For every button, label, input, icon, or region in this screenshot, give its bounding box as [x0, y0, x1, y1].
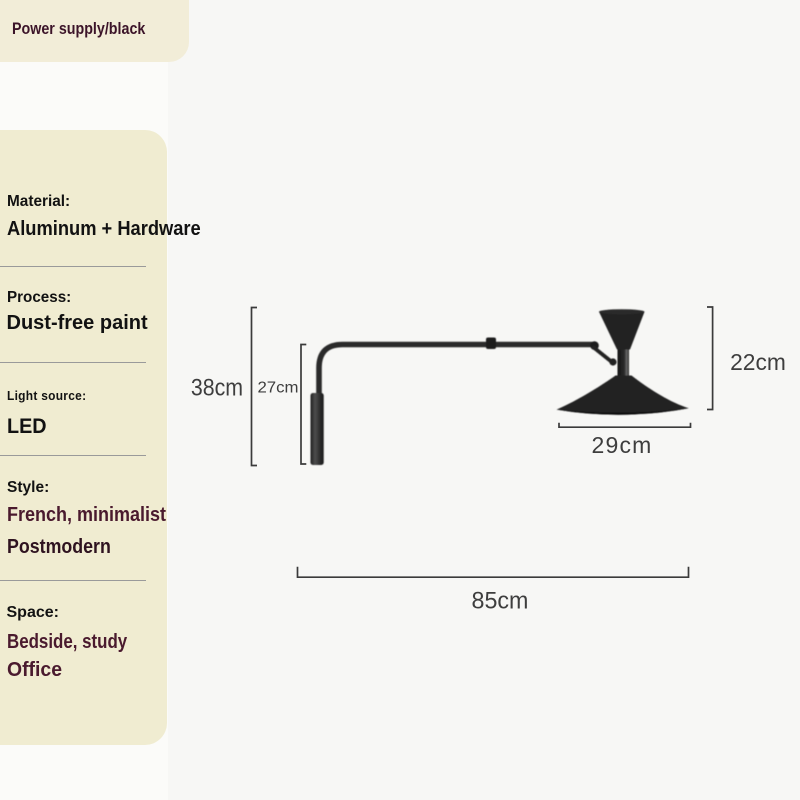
svg-text:22cm: 22cm	[730, 349, 786, 375]
svg-text:27cm: 27cm	[257, 379, 298, 397]
svg-text:85cm: 85cm	[472, 588, 529, 614]
svg-text:29cm: 29cm	[591, 432, 652, 458]
svg-text:38cm: 38cm	[191, 373, 243, 400]
